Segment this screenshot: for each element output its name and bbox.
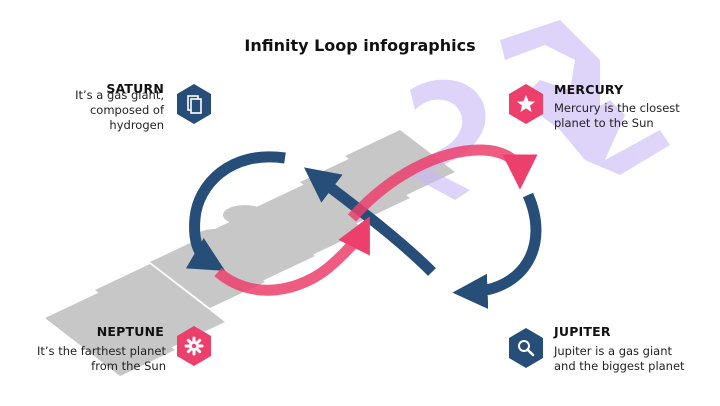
slide-title: Infinity Loop infographics bbox=[244, 36, 476, 55]
document-icon bbox=[176, 84, 212, 124]
navy-arrow-left bbox=[185, 151, 286, 271]
mercury-title: MERCURY bbox=[554, 82, 624, 97]
pink-arrow-upper bbox=[347, 144, 538, 222]
pink-arrow-lower bbox=[214, 216, 370, 296]
search-icon bbox=[508, 328, 544, 368]
jupiter-desc: Jupiter is a gas giant and the biggest p… bbox=[554, 344, 685, 373]
neptune-title: NEPTUNE bbox=[96, 324, 164, 339]
saturn-desc: It’s a gas giant, composed of hydrogen bbox=[75, 88, 164, 132]
mercury-desc: Mercury is the closest planet to the Sun bbox=[554, 101, 680, 130]
gear-icon bbox=[176, 326, 212, 366]
navy-arrow-diagonal bbox=[304, 167, 436, 276]
neptune-desc: It’s the farthest planet from the Sun bbox=[37, 344, 166, 373]
star-icon bbox=[508, 84, 544, 124]
jupiter-title: JUPITER bbox=[554, 324, 611, 339]
navy-arrow-right bbox=[452, 192, 542, 309]
saturn-title: SATURN bbox=[106, 81, 164, 96]
